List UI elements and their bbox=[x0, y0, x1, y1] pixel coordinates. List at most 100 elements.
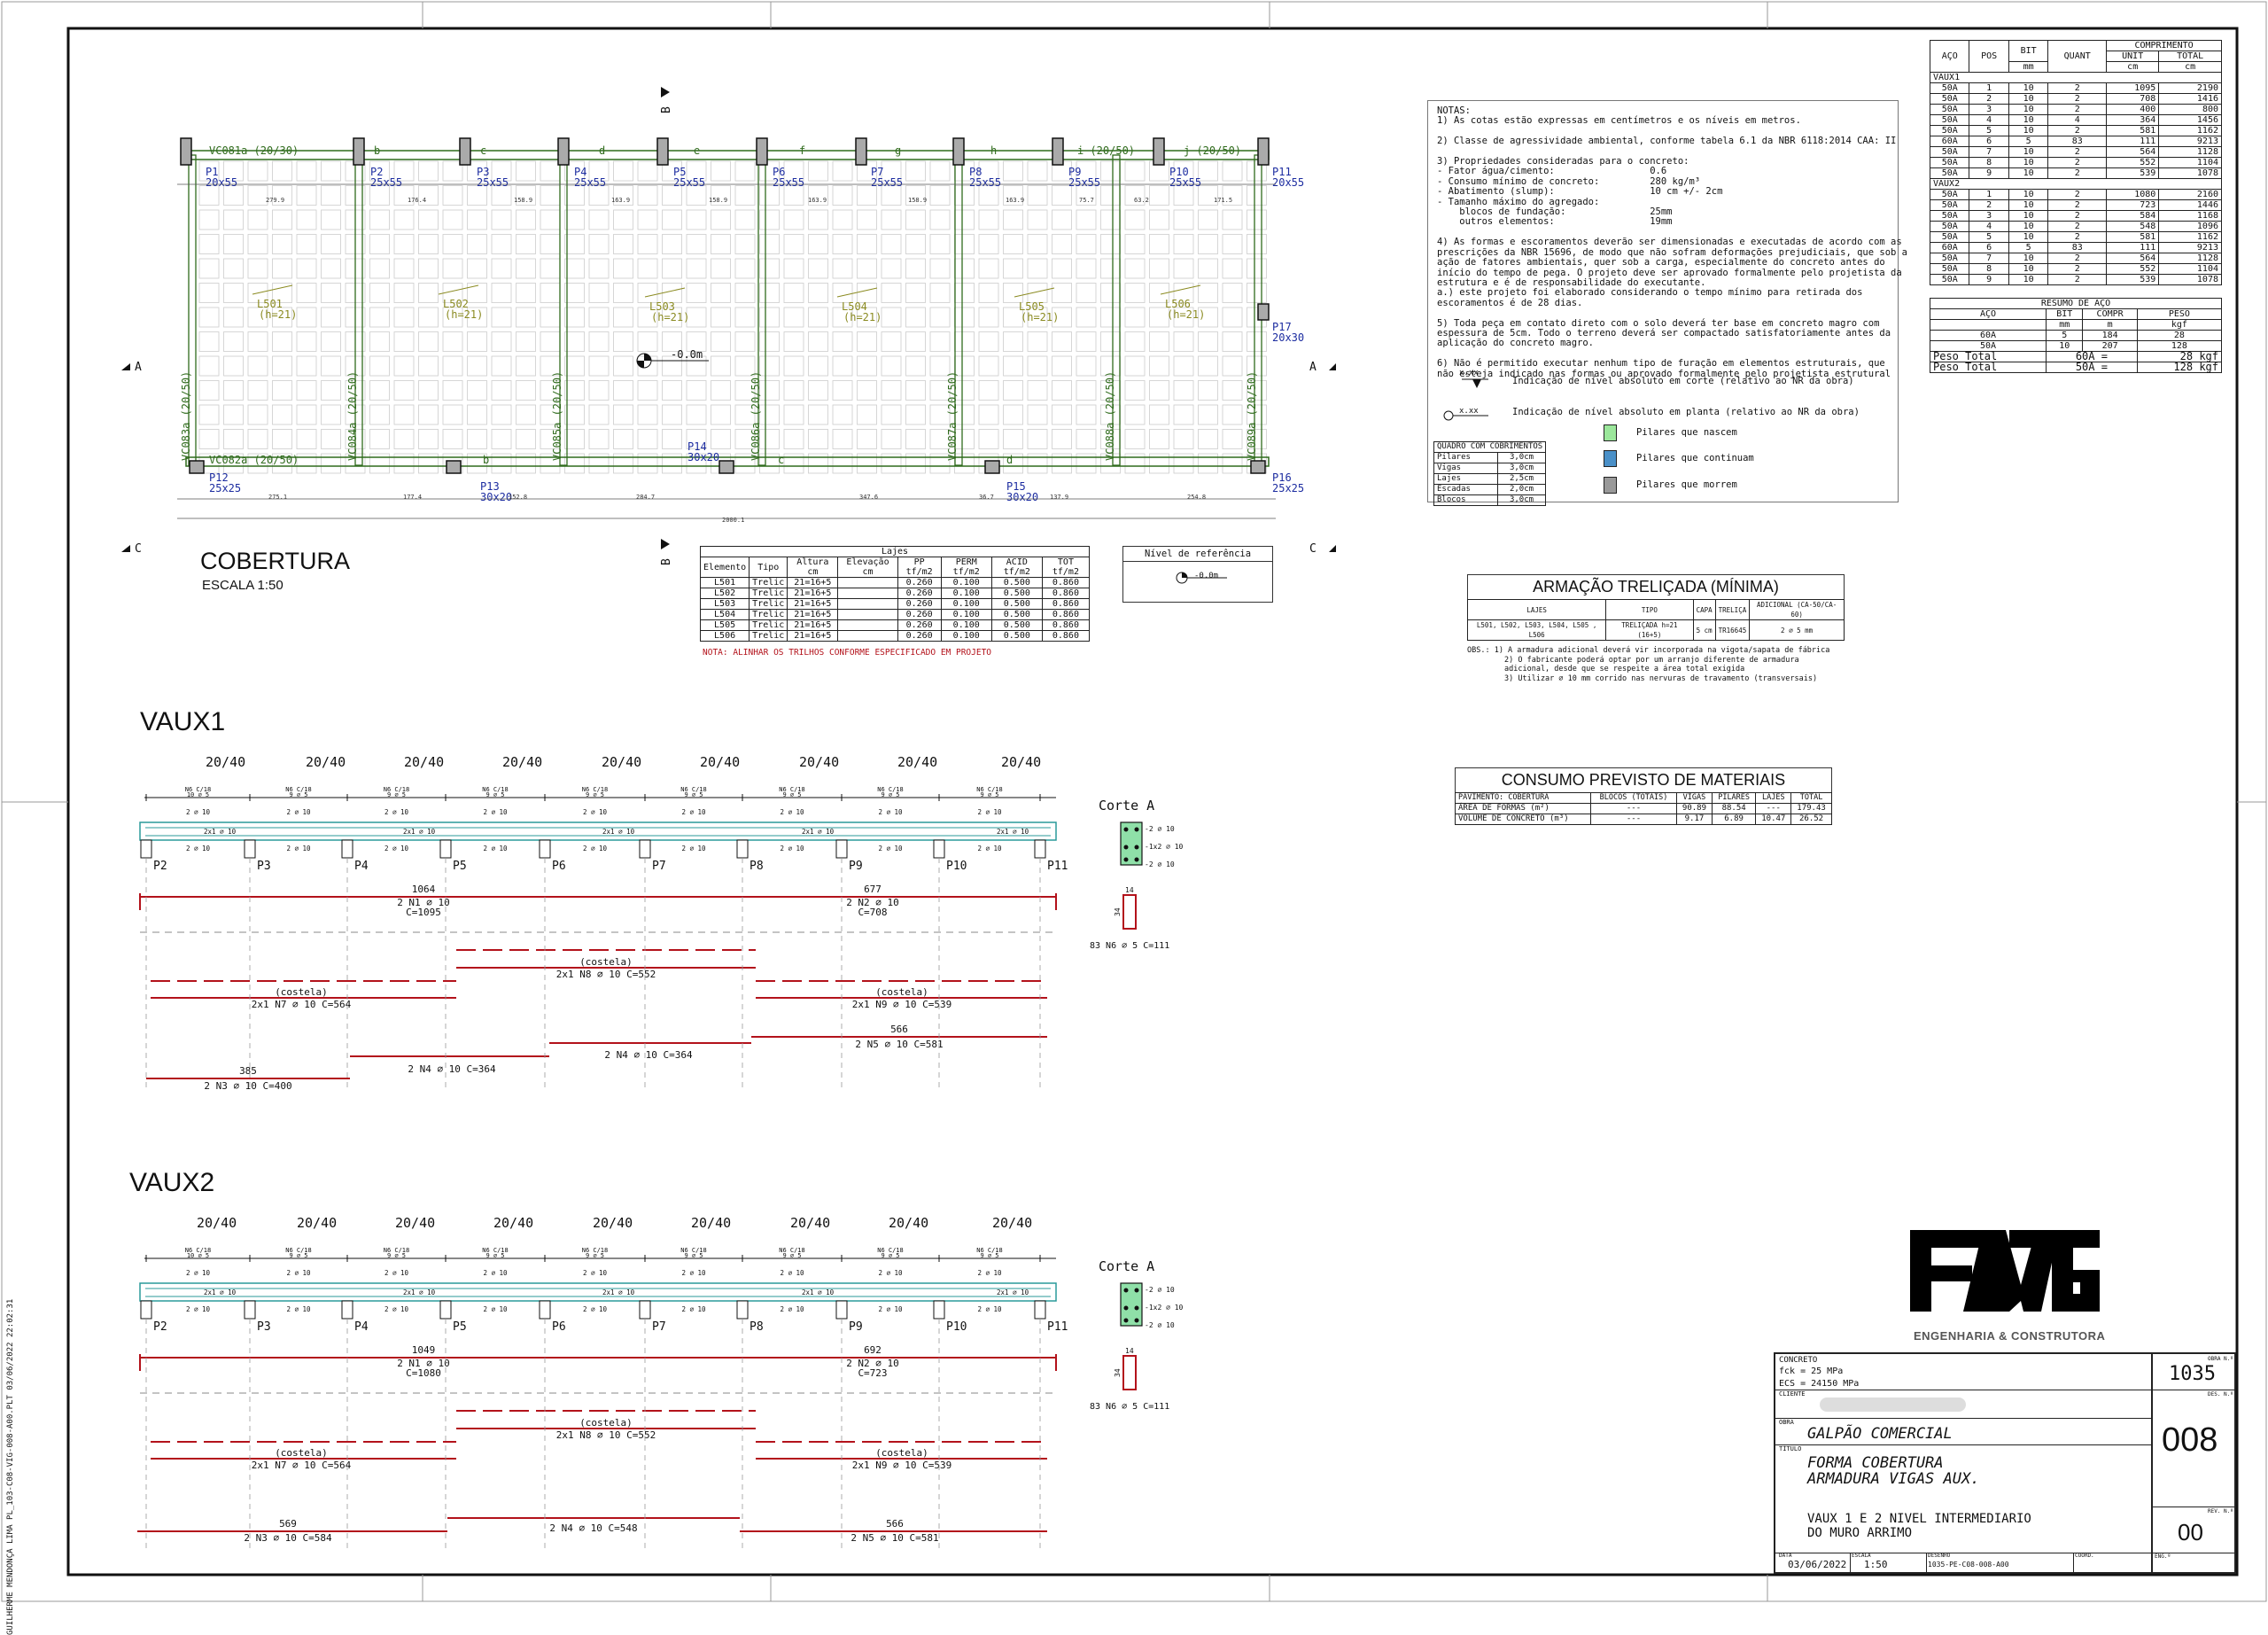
stirrup-shape bbox=[1122, 894, 1137, 930]
consumo-cell: VOLUME DE CONCRETO (m³) bbox=[1455, 814, 1591, 825]
slab-cell bbox=[637, 453, 658, 474]
stirrup-label: N6 C/18 bbox=[779, 1247, 805, 1254]
pillar bbox=[446, 460, 462, 474]
slab-cell bbox=[198, 234, 220, 254]
slab-cell bbox=[1027, 380, 1048, 401]
tb-desc2: DO MURO ARRIMO bbox=[1807, 1526, 1913, 1540]
slab-cell bbox=[1052, 429, 1072, 449]
company-logo bbox=[1910, 1230, 2100, 1312]
slab-cell bbox=[686, 258, 707, 279]
span-label: 20/40 bbox=[297, 1215, 337, 1231]
slab-cell bbox=[467, 234, 487, 254]
slab-cell bbox=[564, 453, 585, 474]
steel-cell: 548 bbox=[2106, 221, 2160, 232]
beam-support bbox=[140, 1300, 152, 1320]
slab-cell bbox=[929, 185, 951, 206]
steel-cell: 2 bbox=[2047, 189, 2108, 200]
steel-cell: 10 bbox=[2008, 210, 2049, 222]
tb-ecs: ECS = 24150 MPa bbox=[1779, 1379, 1860, 1389]
slab-cell bbox=[1149, 355, 1169, 377]
slab-cell bbox=[1149, 429, 1169, 449]
side-bar-label: 2x1 ∅ 10 bbox=[997, 828, 1029, 836]
steel-cell: 50A bbox=[1929, 189, 1970, 200]
slab-cell bbox=[588, 380, 610, 401]
slab-cell bbox=[832, 234, 853, 254]
span-label: 20/40 bbox=[197, 1215, 237, 1231]
slab-cell bbox=[857, 258, 877, 279]
stirrup-count: 9 ∅ 5 bbox=[782, 791, 801, 798]
span-label: 20/40 bbox=[395, 1215, 435, 1231]
steel-cell: 10 bbox=[2008, 189, 2049, 200]
slab-cell bbox=[516, 234, 536, 254]
slab-cell bbox=[881, 234, 902, 254]
slab-cell bbox=[759, 404, 780, 425]
slab-cell bbox=[369, 380, 390, 401]
slab-cell bbox=[808, 307, 828, 328]
slab-cell bbox=[588, 185, 610, 206]
dim-value: 279.9 bbox=[266, 197, 284, 204]
slab-cell bbox=[711, 307, 731, 328]
slab-cell bbox=[637, 404, 658, 425]
pillar-size: 25x25 bbox=[209, 482, 241, 494]
stirrup-count: 9 ∅ 5 bbox=[289, 1252, 307, 1259]
truss-cell: L501, L502, L503, L504, L505 , L506 bbox=[1466, 619, 1607, 641]
pillar-id: P13 bbox=[480, 480, 500, 493]
steel-cell: 2 bbox=[2047, 274, 2108, 285]
dim-value: 158.9 bbox=[514, 197, 532, 204]
side-bar-label: 2x1 ∅ 10 bbox=[997, 1289, 1029, 1296]
stirrup-count: 9 ∅ 5 bbox=[684, 1252, 703, 1259]
consumo-cell: 88.54 bbox=[1711, 803, 1757, 814]
slab-cell bbox=[1076, 429, 1097, 449]
slab-cell bbox=[759, 160, 780, 182]
pillar-size: 20x55 bbox=[1272, 176, 1304, 189]
slab-cell bbox=[272, 331, 292, 352]
slab-cell bbox=[1247, 185, 1267, 206]
stirrup-count: 9 ∅ 5 bbox=[980, 1252, 998, 1259]
slab-cell bbox=[223, 160, 244, 182]
tb-obra: GALPÃO COMERCIAL bbox=[1807, 1425, 1953, 1443]
beam-pillar-label: P4 bbox=[354, 860, 369, 873]
slab-cell bbox=[881, 355, 902, 377]
slab-cell bbox=[198, 160, 220, 182]
slab-cell bbox=[1222, 355, 1243, 377]
slab-cell bbox=[759, 258, 780, 279]
beam-bottom-label: c bbox=[778, 454, 784, 466]
summary-total-weight: 28 kgf bbox=[2136, 351, 2223, 362]
bar-c: C=1095 bbox=[406, 907, 441, 918]
slab-cell bbox=[929, 331, 951, 352]
slab-cell bbox=[516, 160, 536, 182]
bottom-bar-label: 2 ∅ 10 bbox=[681, 1305, 706, 1313]
slab-cell bbox=[564, 331, 585, 352]
stirrup-h: 14 bbox=[1125, 886, 1134, 894]
ref-level-symbol-fill bbox=[1182, 572, 1187, 578]
slab-cell bbox=[1027, 234, 1048, 254]
slab-cell bbox=[1124, 307, 1146, 328]
legend-triangle bbox=[1472, 379, 1481, 388]
slab-cell bbox=[832, 331, 853, 352]
span-label: 20/40 bbox=[206, 754, 245, 770]
slab-id: L503 bbox=[649, 300, 675, 313]
truss-cell: 5 cm bbox=[1692, 619, 1716, 641]
bar-length: (costela) bbox=[579, 956, 633, 968]
steel-cell: 5 bbox=[2008, 136, 2049, 147]
slab-cell bbox=[418, 185, 439, 206]
tb-data: 03/06/2022 bbox=[1788, 1559, 1847, 1570]
pillar-id: P6 bbox=[773, 166, 785, 178]
beam-pillar-label: P10 bbox=[946, 860, 967, 873]
cover-element: Escadas bbox=[1433, 484, 1498, 495]
steel-h-aco: AÇO bbox=[1929, 40, 1970, 73]
slab-cell bbox=[393, 185, 415, 206]
slab-cell bbox=[808, 355, 828, 377]
stirrup-label: N6 C/18 bbox=[582, 786, 609, 793]
beam-support bbox=[736, 1300, 749, 1320]
stirrup-w: 34 bbox=[1114, 1368, 1122, 1377]
slab-cell bbox=[759, 185, 780, 206]
slab-cell bbox=[637, 307, 658, 328]
stirrup-count: 9 ∅ 5 bbox=[289, 791, 307, 798]
beam-vertical-label: VC083a (20/50) bbox=[180, 371, 192, 461]
pillar-size: 20x55 bbox=[206, 176, 237, 189]
